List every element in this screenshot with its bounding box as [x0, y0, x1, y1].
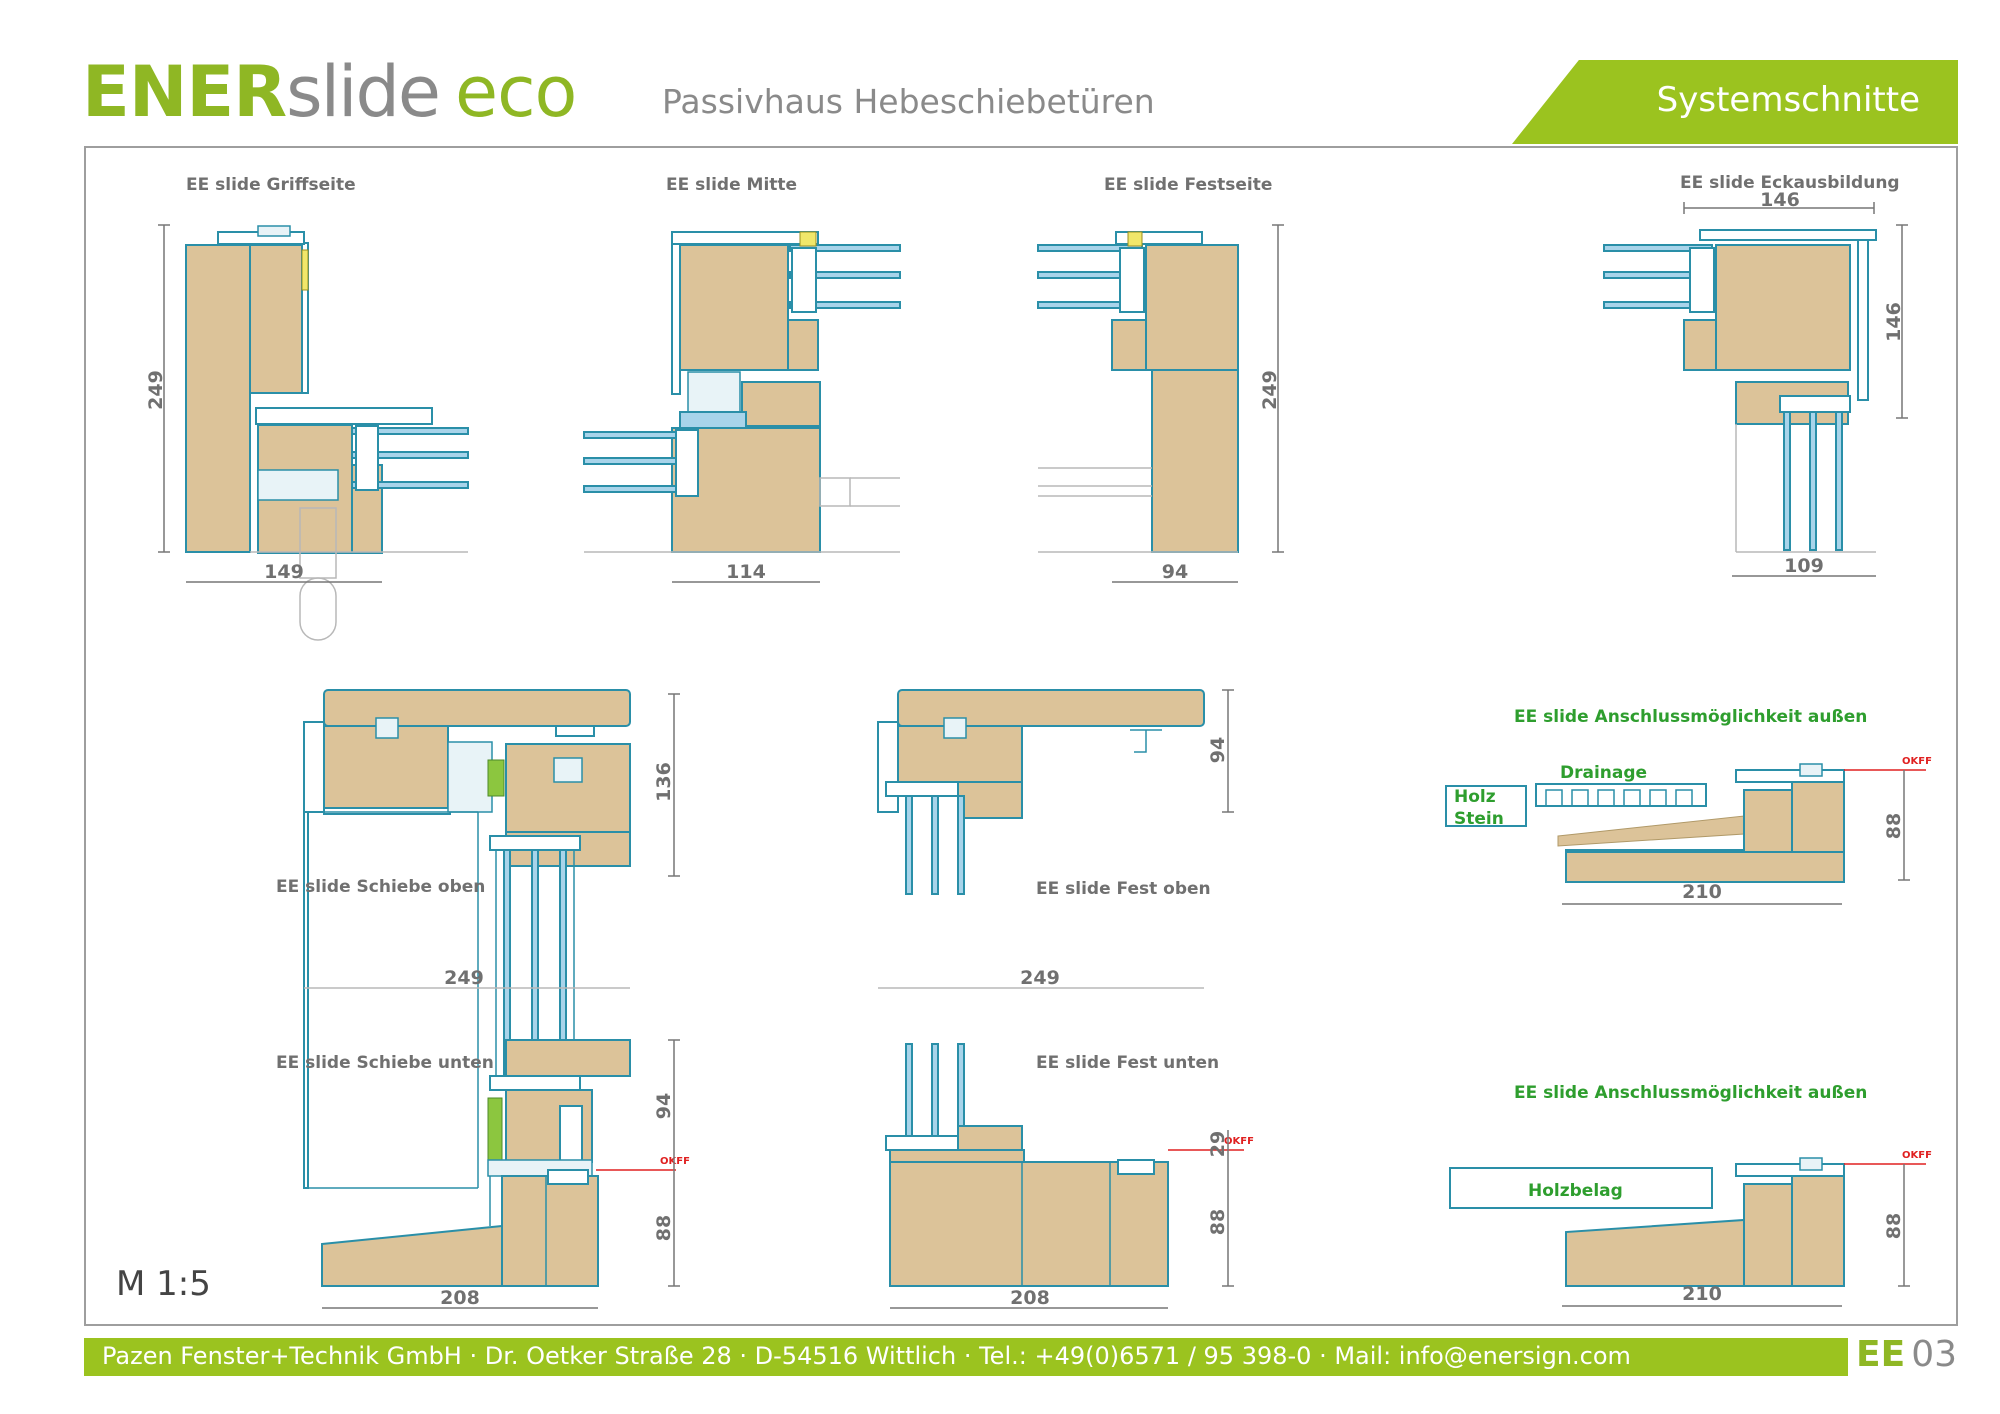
griffseite-frame-wood — [185, 244, 251, 553]
schiebe-dim-88: 88 — [653, 1215, 675, 1241]
anschluss2-belag: Holzbelag — [1528, 1181, 1623, 1201]
fest-top-wood — [897, 689, 1205, 727]
festseite-height: 249 — [1259, 370, 1281, 410]
eck-title: EE slide Eckausbildung — [1680, 173, 1900, 193]
schiebe-dim-94: 94 — [653, 1093, 675, 1119]
holz-stein-box — [1445, 785, 1527, 827]
page-code-prefix: EE — [1856, 1334, 1906, 1375]
anschluss2-okff: OKFF — [1902, 1150, 1932, 1161]
schiebe-sill-outer — [321, 1224, 503, 1287]
section-festseite: EE slide Festseite 249 94 — [1037, 175, 1284, 583]
anschluss1-holz: Holz — [1454, 787, 1496, 807]
page-code-number: 03 — [1911, 1334, 1957, 1375]
scale-label: M 1:5 — [116, 1264, 211, 1304]
anschluss1-okff: OKFF — [1902, 756, 1932, 767]
drawing-frame — [84, 146, 1958, 1326]
griffseite-title: EE slide Griffseite — [186, 175, 356, 195]
schiebe-sash-wood — [505, 743, 631, 833]
logo-bold: ENER — [82, 51, 287, 133]
fest-mid-width: 249 — [1020, 967, 1060, 989]
mitte-upper-wood — [679, 244, 789, 371]
fest-anchor-icon — [1130, 729, 1162, 753]
anschluss1-height: 88 — [1883, 813, 1905, 839]
fest-dim-94: 94 — [1207, 737, 1229, 763]
anschluss1-drainage: Drainage — [1560, 763, 1647, 783]
griffseite-sash-wood — [249, 244, 303, 394]
schiebe-mid-width: 249 — [444, 967, 484, 989]
anschluss2-sill — [1565, 1218, 1745, 1287]
anschluss1-title: EE slide Anschlussmöglichkeit außen — [1514, 707, 1867, 727]
footer-bar: Pazen Fenster+Technik GmbH · Dr. Oetker … — [84, 1338, 1848, 1376]
footer-address: Pazen Fenster+Technik GmbH · Dr. Oetker … — [102, 1342, 1631, 1370]
fest-label-bottom: EE slide Fest unten — [1036, 1053, 1219, 1073]
schiebe-width-bottom: 208 — [440, 1287, 480, 1309]
festseite-lower-wood — [1151, 369, 1239, 553]
fest-width-bottom: 208 — [1010, 1287, 1050, 1309]
fest-dim-29: 29 — [1207, 1131, 1229, 1157]
schiebe-top-wood — [323, 689, 631, 727]
logo-light: slide — [286, 51, 441, 133]
eck-main-wood — [1715, 244, 1851, 371]
griffseite-height: 249 — [145, 370, 167, 410]
fest-dim-88: 88 — [1207, 1209, 1229, 1235]
anschluss2-title: EE slide Anschlussmöglichkeit außen — [1514, 1083, 1867, 1103]
section-eck: EE slide Eckausbildung 146 146 109 — [1603, 173, 1908, 577]
fest-label-top: EE slide Fest oben — [1036, 879, 1211, 899]
schiebe-label-bottom: EE slide Schiebe unten — [276, 1053, 494, 1073]
section-anschluss-1: EE slide Anschlussmöglichkeit außen Drai… — [1445, 707, 1932, 905]
section-title: Systemschnitte — [1656, 80, 1920, 120]
mitte-title: EE slide Mitte — [666, 175, 797, 195]
handle-icon — [257, 469, 339, 501]
festseite-width: 94 — [1162, 561, 1188, 583]
schiebe-okff: OKFF — [660, 1156, 690, 1167]
eck-width: 109 — [1784, 555, 1824, 577]
anschluss1-width: 210 — [1682, 881, 1722, 903]
section-schiebe: EE slide Schiebe oben EE slide Schiebe u… — [276, 689, 690, 1309]
section-banner: Systemschnitte — [1512, 60, 1958, 144]
anschluss2-height: 88 — [1883, 1213, 1905, 1239]
mitte-width: 114 — [726, 561, 766, 583]
schiebe-sill-wood — [501, 1175, 599, 1287]
festseite-title: EE slide Festseite — [1104, 175, 1272, 195]
fest-okff: OKFF — [1224, 1136, 1254, 1147]
holzbelag-board — [1449, 1167, 1713, 1209]
section-fest: EE slide Fest oben 249 EE slide Fest unt… — [877, 689, 1254, 1309]
section-anschluss-2: EE slide Anschlussmöglichkeit außen Holz… — [1449, 1083, 1932, 1307]
anschluss2-width: 210 — [1682, 1283, 1722, 1305]
griffseite-width: 149 — [264, 561, 304, 583]
page-subtitle: Passivhaus Hebeschiebetüren — [662, 82, 1155, 121]
logo-suffix: eco — [455, 51, 577, 133]
festseite-upper-wood — [1145, 244, 1239, 371]
eck-side-dim: 146 — [1883, 302, 1905, 342]
anschluss1-stein: Stein — [1454, 809, 1504, 829]
schiebe-dim-136: 136 — [653, 762, 675, 802]
schiebe-label-top: EE slide Schiebe oben — [276, 877, 485, 897]
section-mitte: EE slide Mitte 114 — [583, 175, 901, 583]
eck-top-dim: 146 — [1760, 189, 1800, 211]
section-griffseite: EE slide Griffseite 249 149 — [145, 175, 469, 641]
fest-sill-wood — [889, 1161, 1169, 1287]
